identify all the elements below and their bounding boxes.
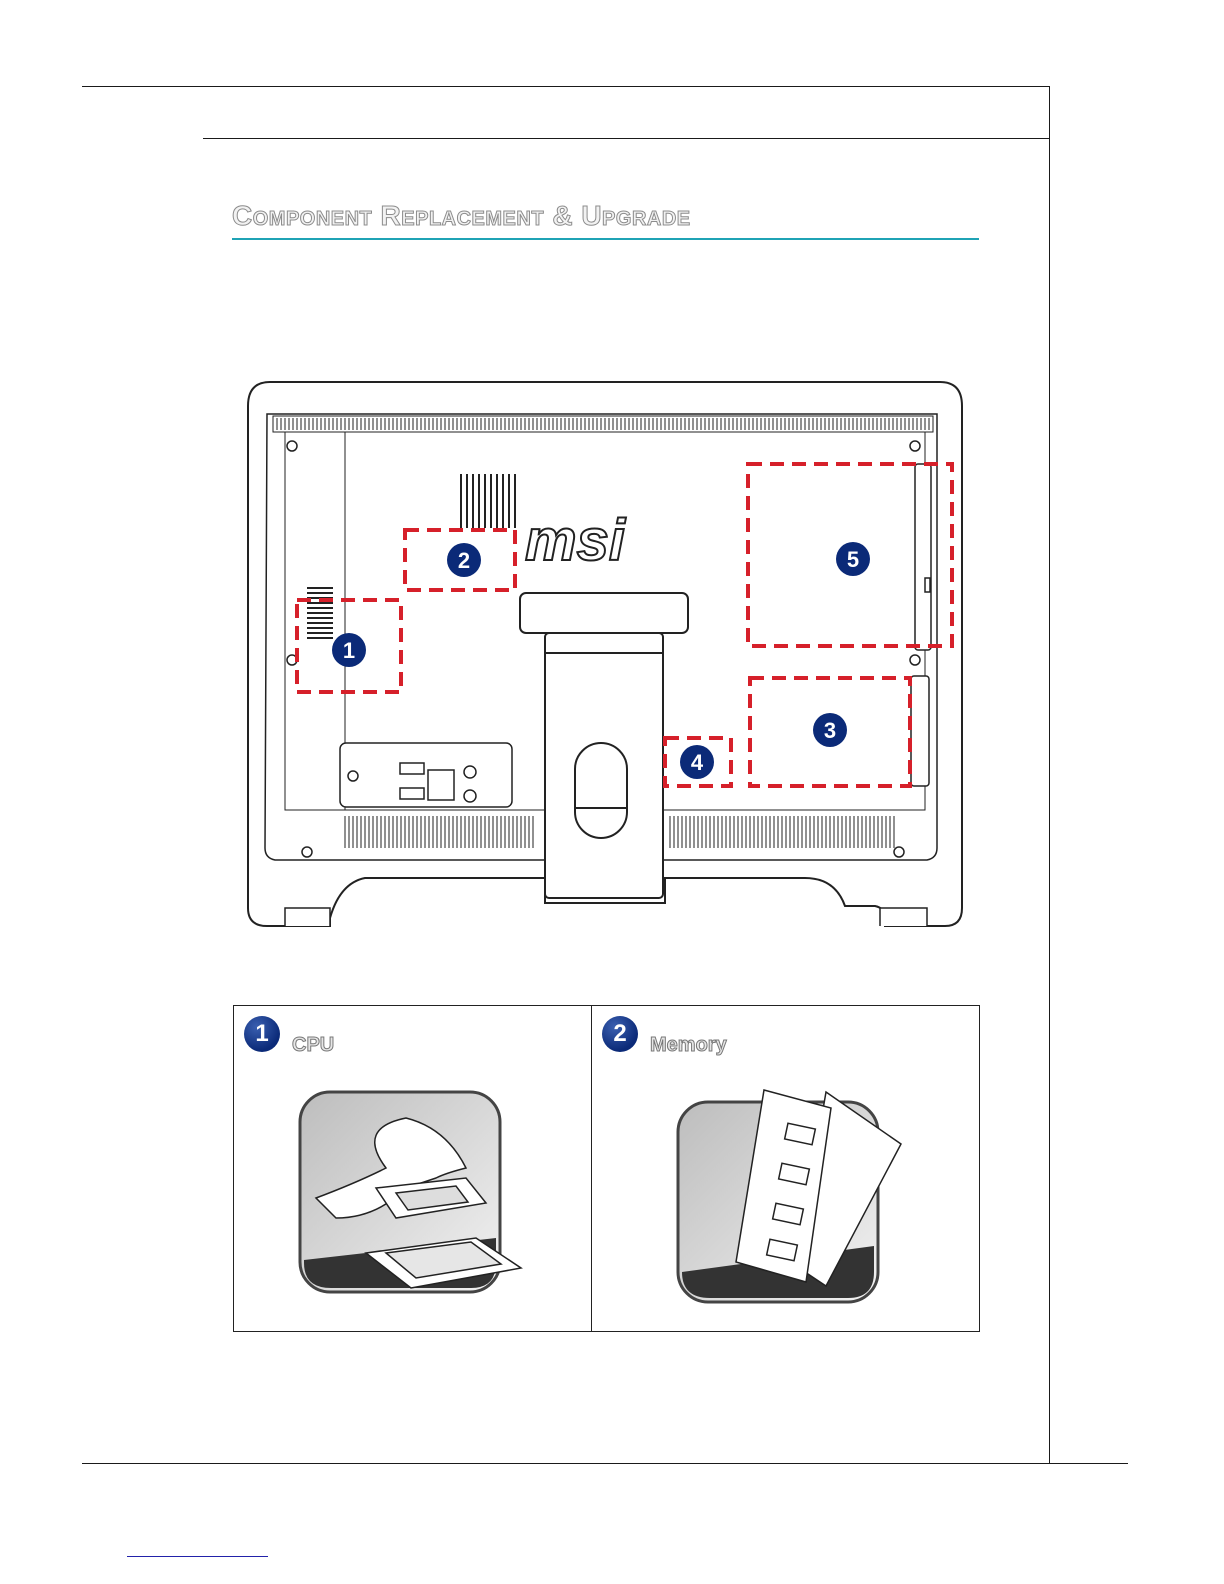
part-cell-memory: 2 Memory bbox=[592, 1006, 980, 1331]
footer-rule bbox=[82, 1463, 1128, 1464]
stand bbox=[520, 593, 688, 898]
top-rule bbox=[82, 86, 1050, 87]
optical-drive bbox=[915, 464, 931, 650]
part-number-badge: 2 bbox=[602, 1016, 638, 1052]
section-title-underline bbox=[232, 238, 979, 240]
aio-rear-diagram: msi 1 2 bbox=[245, 378, 965, 933]
side-slot bbox=[911, 676, 929, 786]
part-number-badge: 1 bbox=[244, 1016, 280, 1052]
memory-illustration bbox=[676, 1086, 908, 1308]
header-rule bbox=[203, 138, 1050, 139]
side-rule bbox=[1049, 86, 1050, 1464]
io-panel bbox=[340, 743, 512, 807]
cpu-illustration bbox=[296, 1088, 536, 1310]
callout-label-1: 1 bbox=[343, 638, 355, 663]
part-label: Memory bbox=[650, 1034, 727, 1057]
parts-table: 1 CPU 2 Memory bbox=[233, 1005, 980, 1332]
callout-label-2: 2 bbox=[458, 548, 470, 573]
msi-logo: msi bbox=[525, 508, 627, 573]
section-title: Component Replacement & Upgrade bbox=[232, 200, 691, 232]
feet bbox=[285, 908, 927, 926]
footer-link-underline bbox=[127, 1556, 268, 1557]
part-cell-cpu: 1 CPU bbox=[234, 1006, 591, 1331]
callout-label-3: 3 bbox=[824, 718, 836, 743]
callout-label-5: 5 bbox=[847, 547, 859, 572]
callout-label-4: 4 bbox=[691, 750, 704, 775]
part-label: CPU bbox=[292, 1034, 334, 1057]
